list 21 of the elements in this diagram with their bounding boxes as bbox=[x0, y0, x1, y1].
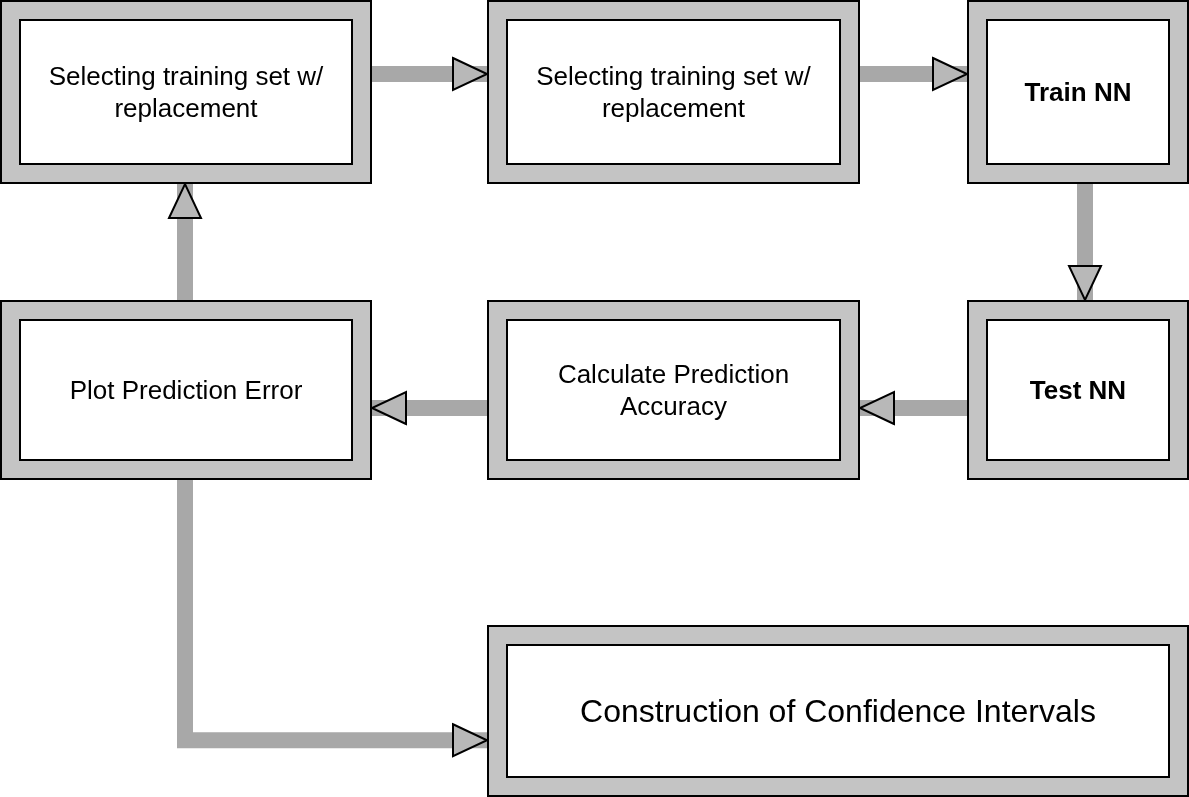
box-label: Construction of Confidence Intervals bbox=[580, 692, 1096, 731]
box-label: Selecting training set w/ replacement bbox=[47, 59, 325, 125]
arrow bbox=[168, 183, 202, 300]
arrow bbox=[371, 391, 487, 425]
process-box bbox=[487, 0, 860, 184]
process-box bbox=[967, 0, 1189, 184]
process-box bbox=[487, 300, 860, 480]
arrow bbox=[1068, 184, 1102, 301]
arrow bbox=[177, 480, 488, 758]
box-label: Test NN bbox=[1029, 373, 1127, 407]
box-label: Plot Prediction Error bbox=[69, 373, 303, 407]
arrow bbox=[860, 57, 968, 91]
process-box bbox=[967, 300, 1189, 480]
arrow bbox=[372, 57, 488, 91]
box-label: Selecting training set w/ replacement bbox=[535, 59, 812, 125]
box-label: Calculate Prediction Accuracy bbox=[556, 357, 791, 423]
process-box bbox=[0, 300, 372, 480]
process-box bbox=[0, 0, 372, 184]
box-label: Train NN bbox=[1024, 75, 1132, 109]
process-box bbox=[487, 625, 1189, 797]
arrow bbox=[859, 391, 967, 425]
